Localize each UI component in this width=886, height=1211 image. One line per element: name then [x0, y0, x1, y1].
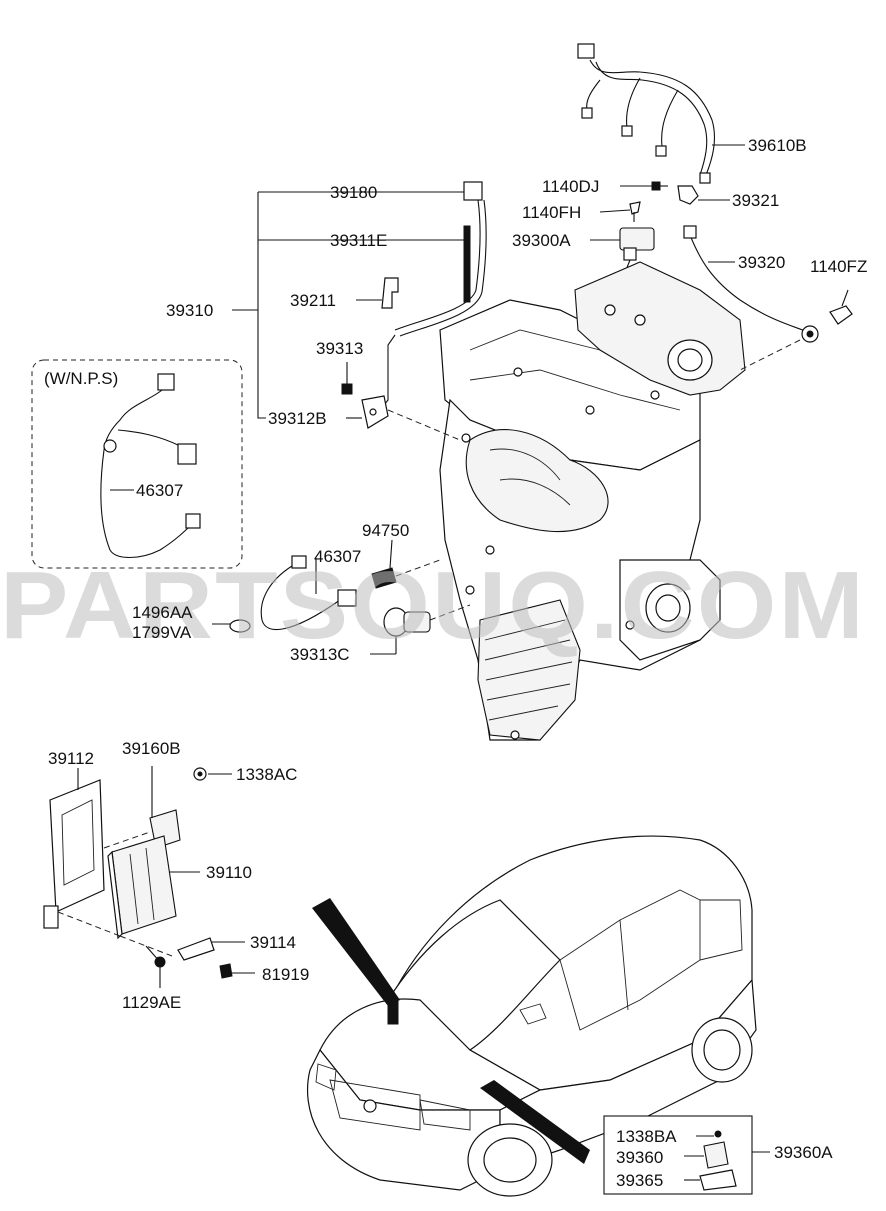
label-39300A[interactable]: 39300A [512, 231, 571, 250]
group-bracket-39310 [257, 192, 266, 419]
label-1140DJ[interactable]: 1140DJ [542, 177, 599, 196]
label-1496AA[interactable]: 1496AA [132, 603, 193, 622]
sensor-39300A[interactable] [619, 227, 655, 281]
engine-assembly [439, 261, 746, 741]
label-39310[interactable]: 39310 [166, 301, 213, 320]
label-39313C[interactable]: 39313C [290, 645, 350, 664]
label-39313[interactable]: 39313 [316, 339, 363, 358]
label-1140FZ[interactable]: 1140FZ [810, 257, 867, 276]
vehicle-outline [306, 835, 757, 1197]
bolt-1140DJ[interactable] [651, 181, 668, 191]
dash-39312B [387, 409, 461, 441]
label-39110[interactable]: 39110 [206, 863, 252, 882]
wiring-harness-39610B[interactable] [577, 43, 715, 184]
label-39365[interactable]: 39365 [616, 1171, 663, 1190]
knock-sensor-39320[interactable] [683, 225, 819, 343]
label-39312B[interactable]: 39312B [268, 409, 327, 428]
label-39112[interactable]: 39112 [48, 749, 94, 768]
label-39180[interactable]: 39180 [330, 183, 377, 202]
label-39114[interactable]: 39114 [250, 933, 296, 952]
label-39360A[interactable]: 39360A [774, 1143, 833, 1162]
sensor-harness-39310[interactable] [341, 181, 487, 429]
label-1338AC[interactable]: 1338AC [236, 765, 297, 784]
label-39160B[interactable]: 39160B [122, 739, 181, 758]
label-wnps: (W/N.P.S) [44, 369, 118, 388]
label-1338BA[interactable]: 1338BA [616, 1127, 677, 1146]
callout-box-39360A [603, 1115, 770, 1195]
label-1140FH[interactable]: 1140FH [522, 203, 581, 222]
bracket-39321[interactable] [677, 185, 699, 205]
label-46307-inset[interactable]: 46307 [136, 481, 183, 500]
label-46307[interactable]: 46307 [314, 547, 361, 566]
leader-1140FH [599, 209, 631, 213]
label-1799VA[interactable]: 1799VA [132, 623, 192, 642]
label-39360[interactable]: 39360 [616, 1148, 663, 1167]
bolt-1140FZ[interactable] [829, 289, 853, 325]
label-1129AE[interactable]: 1129AE [122, 993, 181, 1012]
label-81919[interactable]: 81919 [262, 965, 309, 984]
dash-39320 [739, 339, 801, 371]
label-39321[interactable]: 39321 [732, 191, 779, 210]
watermark: PARTSOUQ.COM [0, 552, 866, 659]
label-39211[interactable]: 39211 [290, 291, 336, 310]
label-94750[interactable]: 94750 [362, 521, 409, 540]
label-39311E[interactable]: 39311E [330, 231, 387, 250]
oxygen-sensor-46307[interactable] [260, 555, 357, 631]
cam-sensor-39313C[interactable] [370, 604, 471, 655]
gasket-1496AA[interactable] [229, 619, 251, 633]
label-39610B[interactable]: 39610B [748, 136, 807, 155]
bolt-1140FH[interactable] [629, 201, 641, 222]
ecu-group [43, 766, 255, 988]
sensor-94750[interactable] [371, 539, 441, 589]
label-39320[interactable]: 39320 [738, 253, 785, 272]
inset-box-wnps [31, 359, 243, 569]
